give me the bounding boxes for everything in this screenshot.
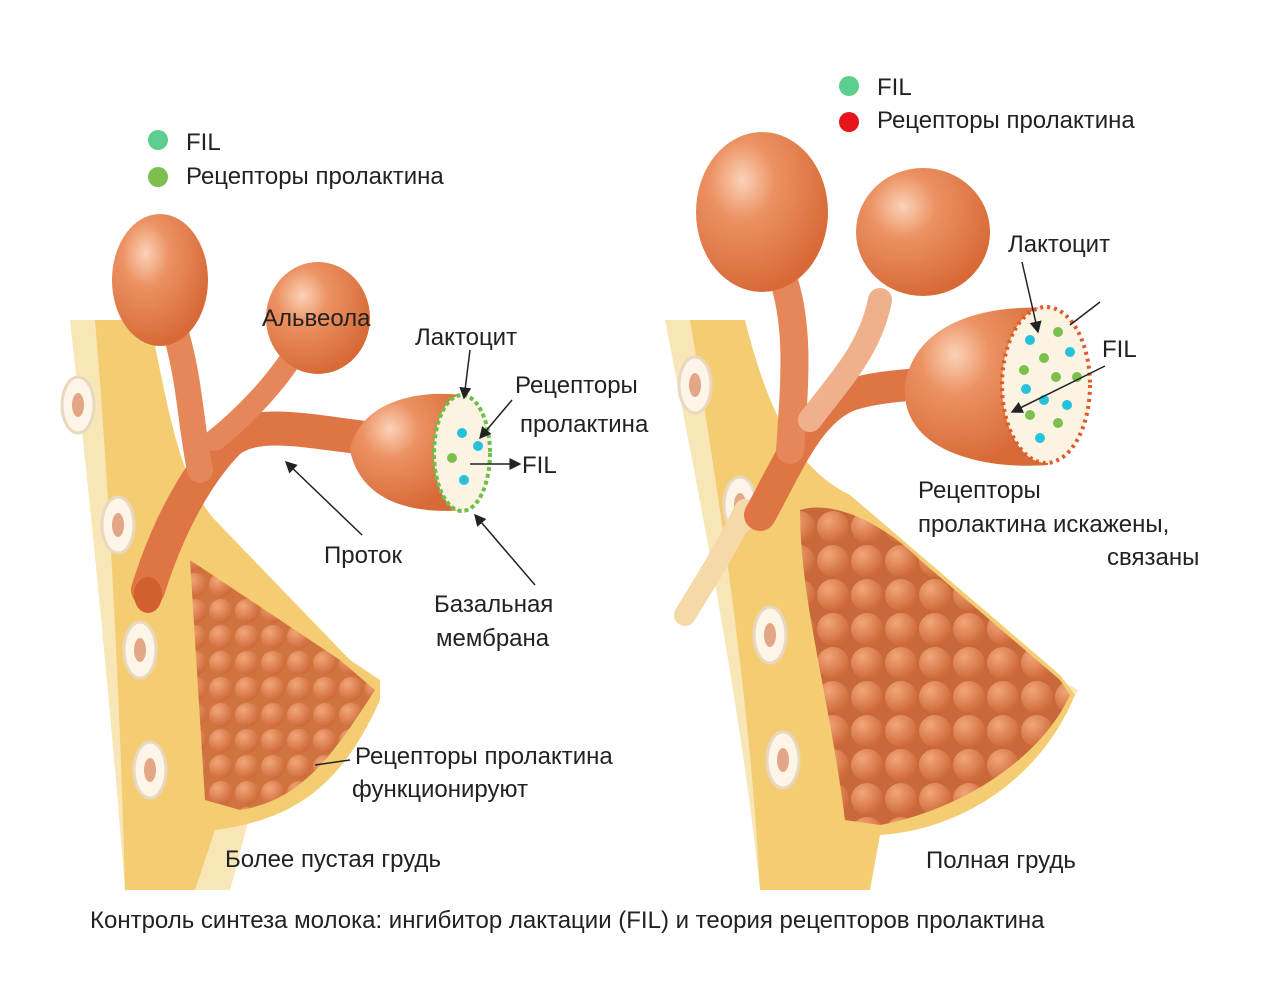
- cell-contents: [1019, 327, 1082, 443]
- alveolus: [266, 262, 370, 374]
- receptors-distorted-label: пролактина искажены,: [918, 511, 1169, 538]
- fil-label: FIL: [522, 452, 557, 479]
- receptors-functioning-label: Рецепторы пролактина: [355, 743, 613, 770]
- lactocyte-label: Лактоцит: [1008, 231, 1110, 258]
- receptors-functioning-label: функционируют: [352, 776, 528, 803]
- receptor-legend-icon: [839, 112, 859, 132]
- receptors-distorted-label: Рецепторы: [918, 477, 1041, 504]
- basal-membrane-label: мембрана: [436, 625, 550, 652]
- alveolus: [112, 214, 208, 346]
- alveolus: [696, 132, 828, 292]
- fil-legend-icon: [839, 76, 859, 96]
- left-breast-illustration: [60, 214, 492, 890]
- duct-label: Проток: [324, 542, 402, 569]
- receptors-label: Рецепторы: [515, 372, 638, 399]
- basal-membrane: [432, 393, 492, 513]
- alveolus: [856, 168, 990, 296]
- left-annotations: [284, 349, 536, 766]
- receptor-legend-icon: [148, 167, 168, 187]
- receptors-label: пролактина: [520, 411, 649, 438]
- mammary-lobules: [800, 507, 1070, 825]
- fil-label: FIL: [1102, 336, 1137, 363]
- basal-membrane: [1000, 305, 1092, 465]
- legend-label: Рецепторы пролактина: [186, 163, 444, 190]
- mammary-lobules: [190, 560, 375, 810]
- left-legend: FIL Рецепторы пролактина: [148, 129, 444, 190]
- receptors-distorted-label: связаны: [1107, 544, 1199, 571]
- legend-label: FIL: [877, 74, 912, 101]
- legend-label: Рецепторы пролактина: [877, 107, 1135, 134]
- right-legend: FIL Рецепторы пролактина: [839, 74, 1135, 134]
- right-caption: Полная грудь: [926, 847, 1076, 874]
- duct-tree: [131, 317, 397, 613]
- basal-membrane-label: Базальная: [434, 591, 553, 618]
- fil-legend-icon: [148, 130, 168, 150]
- right-annotations: [1010, 261, 1106, 413]
- alveola-label: Альвеола: [262, 305, 371, 332]
- diagram-title: Контроль синтеза молока: ингибитор лакта…: [90, 907, 1045, 934]
- lactocyte-label: Лактоцит: [415, 324, 517, 351]
- legend-label: FIL: [186, 129, 221, 156]
- right-breast-illustration: [665, 132, 1092, 890]
- left-caption: Более пустая грудь: [225, 846, 441, 873]
